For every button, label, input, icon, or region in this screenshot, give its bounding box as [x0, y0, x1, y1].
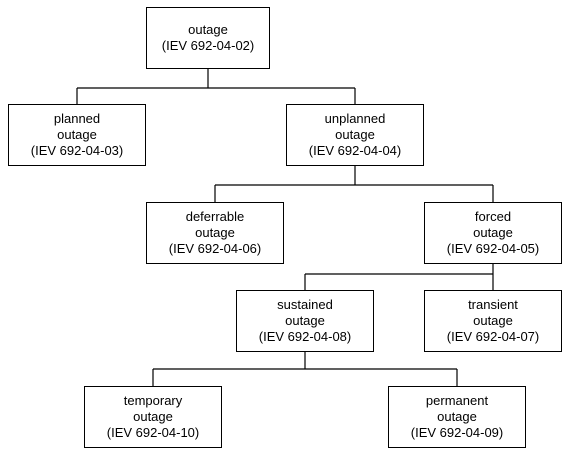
node-deferrable-outage-word: outage — [195, 225, 235, 240]
node-outage: outage (IEV 692-04-02) — [146, 7, 270, 69]
node-deferrable-outage-reference: (IEV 692-04-06) — [168, 241, 262, 256]
node-temporary-outage-term: temporary — [123, 393, 183, 408]
node-forced-outage-reference: (IEV 692-04-05) — [446, 241, 540, 256]
node-planned-outage: planned outage (IEV 692-04-03) — [8, 104, 146, 166]
node-deferrable-outage: deferrable outage (IEV 692-04-06) — [146, 202, 284, 264]
node-sustained-outage-term: sustained — [277, 297, 333, 312]
node-planned-outage-word: outage — [57, 127, 97, 142]
node-forced-outage-word: outage — [473, 225, 513, 240]
node-unplanned-outage-word: outage — [335, 127, 375, 142]
node-permanent-outage-term: permanent — [425, 393, 489, 408]
node-temporary-outage: temporary outage (IEV 692-04-10) — [84, 386, 222, 448]
node-temporary-outage-word: outage — [133, 409, 173, 424]
node-planned-outage-reference: (IEV 692-04-03) — [30, 143, 124, 158]
node-transient-outage-word: outage — [473, 313, 513, 328]
node-deferrable-outage-term: deferrable — [185, 209, 245, 224]
node-permanent-outage-word: outage — [437, 409, 477, 424]
node-transient-outage-reference: (IEV 692-04-07) — [446, 329, 540, 344]
node-sustained-outage: sustained outage (IEV 692-04-08) — [236, 290, 374, 352]
node-forced-outage-term: forced — [474, 209, 512, 224]
node-planned-outage-term: planned — [53, 111, 101, 126]
node-forced-outage: forced outage (IEV 692-04-05) — [424, 202, 562, 264]
node-transient-outage-term: transient — [468, 297, 518, 312]
node-sustained-outage-reference: (IEV 692-04-08) — [258, 329, 352, 344]
node-permanent-outage-reference: (IEV 692-04-09) — [410, 425, 504, 440]
node-unplanned-outage: unplanned outage (IEV 692-04-04) — [286, 104, 424, 166]
node-permanent-outage: permanent outage (IEV 692-04-09) — [388, 386, 526, 448]
node-transient-outage: transient outage (IEV 692-04-07) — [424, 290, 562, 352]
node-outage-reference: (IEV 692-04-02) — [161, 38, 255, 53]
node-unplanned-outage-term: unplanned — [324, 111, 386, 126]
node-temporary-outage-reference: (IEV 692-04-10) — [106, 425, 200, 440]
node-outage-term: outage — [188, 22, 228, 37]
node-unplanned-outage-reference: (IEV 692-04-04) — [308, 143, 402, 158]
node-sustained-outage-word: outage — [285, 313, 325, 328]
